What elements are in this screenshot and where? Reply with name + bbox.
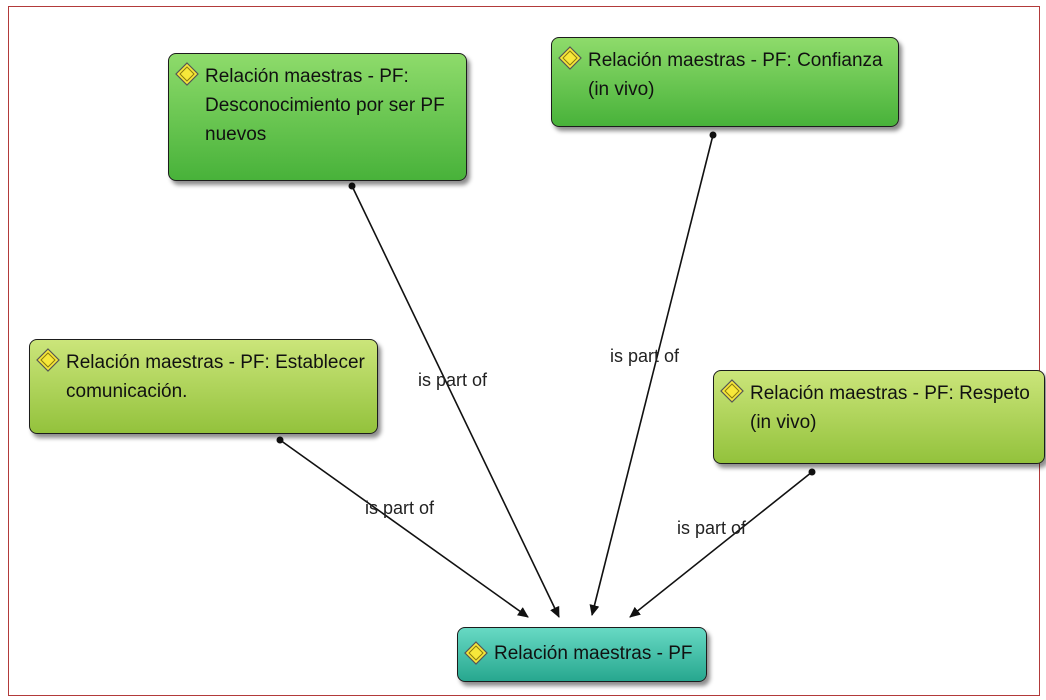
node-label: Relación maestras - PF: Desconocimiento … (205, 66, 445, 145)
edge-label: is part of (418, 370, 488, 390)
node-label: Relación maestras - PF: Respeto (in vivo… (750, 383, 1030, 433)
node-root[interactable]: Relación maestras - PF (457, 627, 707, 682)
code-diamond-icon (720, 379, 744, 403)
node-respeto[interactable]: Relación maestras - PF: Respeto (in vivo… (713, 370, 1045, 464)
code-diamond-icon (558, 46, 582, 70)
code-diamond-icon (175, 62, 199, 86)
node-label: Relación maestras - PF (494, 643, 693, 664)
edge-start-dot (348, 182, 356, 190)
edge-desconocimiento-root (351, 185, 560, 618)
edge-start-dot (276, 436, 284, 444)
node-label: Relación maestras - PF: Confianza (in vi… (588, 50, 883, 100)
edge-start-dot (709, 131, 717, 139)
edge-label: is part of (610, 346, 680, 366)
edge-establecer-root (279, 439, 529, 618)
node-confianza[interactable]: Relación maestras - PF: Confianza (in vi… (551, 37, 899, 127)
edge-label: is part of (677, 518, 747, 538)
edge-start-dot (808, 468, 816, 476)
edge-respeto-root (629, 471, 813, 618)
edge-confianza-root (589, 134, 714, 616)
code-diamond-icon (464, 641, 488, 665)
node-desconocimiento[interactable]: Relación maestras - PF: Desconocimiento … (168, 53, 467, 181)
node-label: Relación maestras - PF: Establecer comun… (66, 352, 365, 402)
edge-label: is part of (365, 498, 435, 518)
code-diamond-icon (36, 348, 60, 372)
diagram-frame (8, 6, 1040, 696)
node-establecer[interactable]: Relación maestras - PF: Establecer comun… (29, 339, 378, 434)
